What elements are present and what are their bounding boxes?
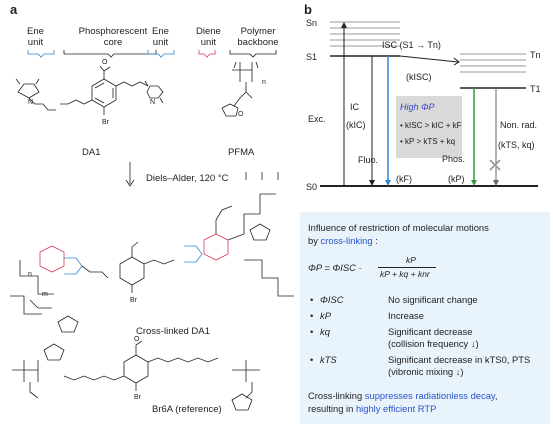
subscript-n-pfma: n	[262, 79, 266, 86]
ene-unit-right-label: Ene unit	[152, 26, 169, 48]
ene-left-bracket	[27, 50, 55, 58]
isc-label: ISC (S1 → Tn)	[382, 40, 441, 50]
row-kq-desc: Significant decrease	[388, 326, 473, 337]
ene-unit-left-label: Ene unit	[27, 26, 44, 48]
row-bullet: •	[310, 294, 314, 305]
equation-denominator: kP + kq + knr	[380, 269, 430, 279]
panel-a-letter: a	[10, 2, 18, 17]
atom-n-left: N	[28, 99, 33, 106]
row-phi-isc-desc: No significant change	[388, 294, 478, 305]
equation-numerator: kP	[406, 255, 416, 265]
atom-o-br6a: O	[134, 336, 140, 343]
s1-label: S1	[306, 52, 317, 62]
reaction-arrowhead	[125, 179, 135, 187]
subscript-n-crosslinked: n	[28, 271, 32, 278]
conclusion-pre: Cross-linking	[308, 390, 365, 401]
reaction-conditions: Diels–Alder, 120 °C	[146, 173, 229, 184]
info-title-line1: Influence of restriction of molecular mo…	[308, 222, 489, 233]
info-title-line2: by cross-linking :	[308, 235, 378, 246]
atom-n-right: N	[150, 99, 155, 106]
kic-label: (kIC)	[346, 120, 366, 130]
t1-label: T1	[530, 84, 541, 94]
excitation-arrowhead	[341, 22, 347, 28]
kf-label: (kF)	[396, 174, 412, 184]
br6a-caption: Br6A (reference)	[152, 404, 222, 415]
atom-labels: O Br N N O n Br n m Br O	[28, 59, 266, 401]
fluo-arrowhead	[385, 180, 391, 186]
diene-unit-label: Diene unit	[196, 26, 221, 48]
high-phi-label: High ΦP	[400, 102, 435, 112]
row-bullet: •	[310, 310, 314, 321]
influence-info-box: Influence of restriction of molecular mo…	[300, 212, 550, 424]
high-phi-bullet-2: • kP > kTS + kq	[400, 137, 455, 146]
polymer-backbone-label: Polymer backbone	[237, 26, 279, 48]
row-kq-symbol: kq	[320, 326, 330, 337]
row-phi-isc-symbol: ΦISC	[320, 294, 344, 305]
da1-structure	[15, 65, 164, 115]
pfma-caption: PFMA	[228, 147, 255, 158]
conclusion-line1: Cross-linking suppresses radiationless d…	[308, 390, 498, 401]
nonrad-label: Non. rad.	[500, 120, 537, 130]
backbone-bracket	[229, 50, 277, 58]
phos-arrowhead	[471, 180, 477, 186]
exc-label: Exc.	[308, 114, 326, 124]
br6a-structure	[12, 340, 260, 411]
row-kp-symbol: kP	[320, 310, 331, 321]
kts-label: (kTS, kq)	[498, 140, 535, 150]
jablonski-diagram: Sn S1 S0 Tn T1 ISC (S1 → Tn) (kISC) IC (…	[306, 18, 541, 192]
subscript-m-crosslinked: m	[42, 291, 48, 298]
equation-fraction-bar	[378, 267, 436, 268]
info-title-pre: by	[308, 235, 321, 246]
sn-levels	[330, 21, 400, 47]
atom-o-pfma: O	[238, 111, 244, 118]
row-bullet: •	[310, 354, 314, 365]
conclusion-post: ,	[494, 390, 498, 401]
core-bracket	[63, 50, 157, 58]
row-kts-desc: Significant decrease in kTS0, PTS	[388, 354, 531, 365]
kisc-label: (kISC)	[406, 72, 432, 82]
sn-label: Sn	[306, 18, 317, 28]
atom-br-crosslinked: Br	[130, 297, 138, 304]
kp-label: (kP)	[448, 174, 465, 184]
info-title-post: :	[372, 235, 378, 246]
phosphorescent-core-label: Phosphorescent core	[78, 26, 148, 48]
row-kts-symbol: kTS	[320, 354, 337, 365]
row-kq-desc2: (collision frequency ↓)	[388, 338, 479, 349]
nonrad-arrowhead	[493, 180, 499, 186]
tn-levels	[460, 53, 526, 73]
row-kp-desc: Increase	[388, 310, 424, 321]
equation-lhs: ΦP = ΦISC ·	[308, 262, 362, 273]
s0-label: S0	[306, 182, 317, 192]
atom-br-br6a: Br	[134, 394, 142, 401]
diene-bracket	[198, 50, 216, 58]
pfma-structure	[221, 61, 259, 117]
conclusion-rtp: highly efficient RTP	[355, 403, 437, 414]
phos-label: Phos.	[442, 154, 465, 164]
high-phi-box	[396, 96, 462, 158]
panel-a-structures: O Br N N O n Br n m Br O	[10, 50, 294, 411]
tn-label: Tn	[530, 50, 541, 60]
atom-o-aldehyde: O	[102, 59, 108, 66]
ic-label: IC	[350, 102, 360, 112]
atom-br-da1: Br	[102, 119, 110, 126]
isc-arrow	[399, 55, 459, 63]
da1-caption: DA1	[82, 147, 101, 158]
row-bullet: •	[310, 326, 314, 337]
high-phi-bullet-1: • kISC > kIC + kF	[400, 121, 462, 130]
conclusion-suppresses: suppresses radiationless decay	[364, 390, 495, 401]
nonrad-cross	[489, 159, 501, 171]
conclusion-line2: resulting in highly efficient RTP	[308, 403, 436, 414]
ene-right-bracket	[147, 50, 175, 58]
crosslinked-structure	[10, 172, 294, 333]
info-title-crosslinking: cross-linking	[320, 235, 373, 246]
conclusion2-pre: resulting in	[308, 403, 356, 414]
crosslinked-caption: Cross-linked DA1	[136, 326, 210, 337]
panel-b-letter: b	[304, 2, 312, 17]
fluo-label: Fluo.	[358, 155, 378, 165]
isc-arrowhead	[453, 57, 460, 66]
row-kts-desc2: (vibronic mixing ↓)	[388, 366, 464, 377]
ic-arrowhead	[369, 180, 375, 186]
